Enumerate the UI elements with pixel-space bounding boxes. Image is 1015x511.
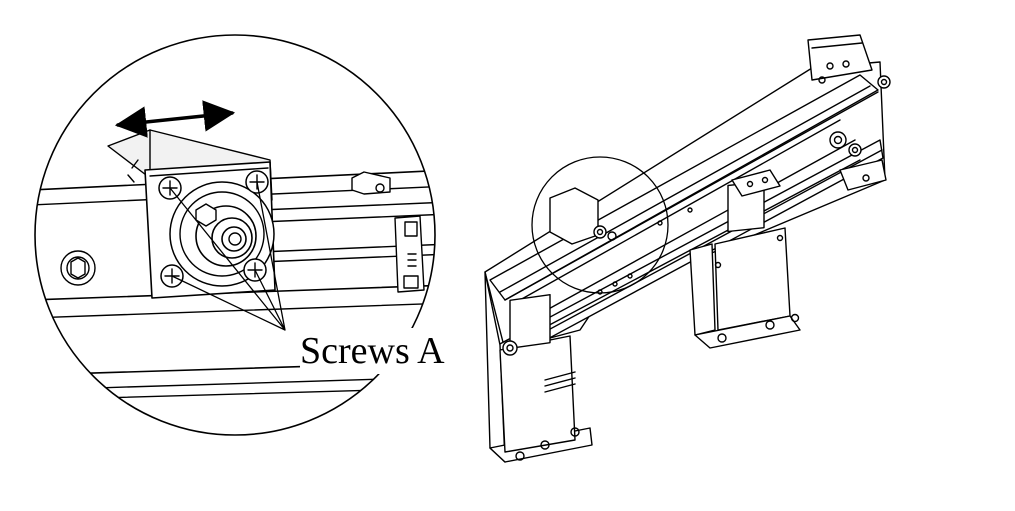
screw-leader-lines	[169, 181, 286, 331]
screws-a-label: Screws A	[300, 328, 460, 374]
magnified-detail	[35, 35, 435, 435]
double-arrow-icon	[114, 100, 236, 138]
nut-icon	[60, 250, 96, 286]
detail-indicator-circle	[531, 156, 669, 294]
frame-assembly	[484, 34, 891, 463]
magnifier-circle	[34, 34, 436, 436]
